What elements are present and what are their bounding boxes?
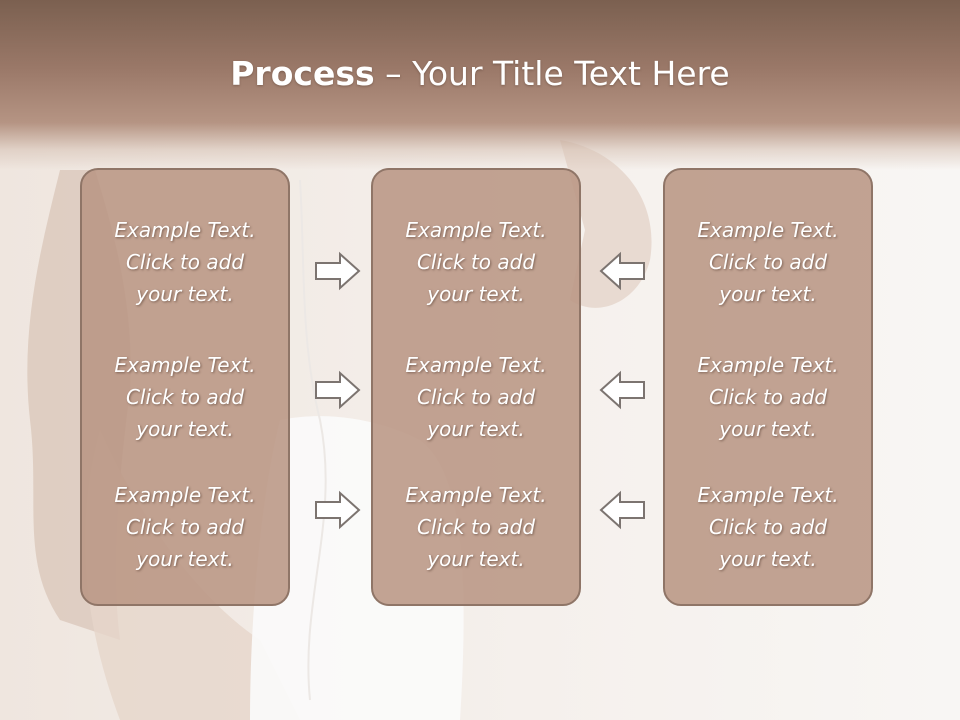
title-rest: – Your Title Text Here: [374, 54, 730, 93]
left-arrow-icon: [599, 251, 645, 291]
title-band: [0, 0, 960, 170]
text-placeholder[interactable]: Example Text. Click to add your text.: [114, 218, 256, 306]
text-placeholder[interactable]: Example Text. Click to add your text.: [405, 483, 547, 571]
right-arrow-icon: [315, 251, 361, 291]
process-box-middle[interactable]: Example Text. Click to add your text. Ex…: [371, 168, 581, 606]
text-placeholder[interactable]: Example Text. Click to add your text.: [697, 218, 839, 306]
left-arrow-icon: [599, 490, 645, 530]
process-box-left[interactable]: Example Text. Click to add your text. Ex…: [80, 168, 290, 606]
process-box-right[interactable]: Example Text. Click to add your text. Ex…: [663, 168, 873, 606]
text-placeholder[interactable]: Example Text. Click to add your text.: [114, 483, 256, 571]
title-bold: Process: [230, 54, 375, 93]
text-placeholder[interactable]: Example Text. Click to add your text.: [697, 483, 839, 571]
right-arrow-icon: [315, 370, 361, 410]
text-placeholder[interactable]: Example Text. Click to add your text.: [697, 353, 839, 441]
text-placeholder[interactable]: Example Text. Click to add your text.: [114, 353, 256, 441]
slide-title[interactable]: Process – Your Title Text Here: [0, 52, 960, 96]
right-arrow-icon: [315, 490, 361, 530]
text-placeholder[interactable]: Example Text. Click to add your text.: [405, 353, 547, 441]
left-arrow-icon: [599, 370, 645, 410]
text-placeholder[interactable]: Example Text. Click to add your text.: [405, 218, 547, 306]
